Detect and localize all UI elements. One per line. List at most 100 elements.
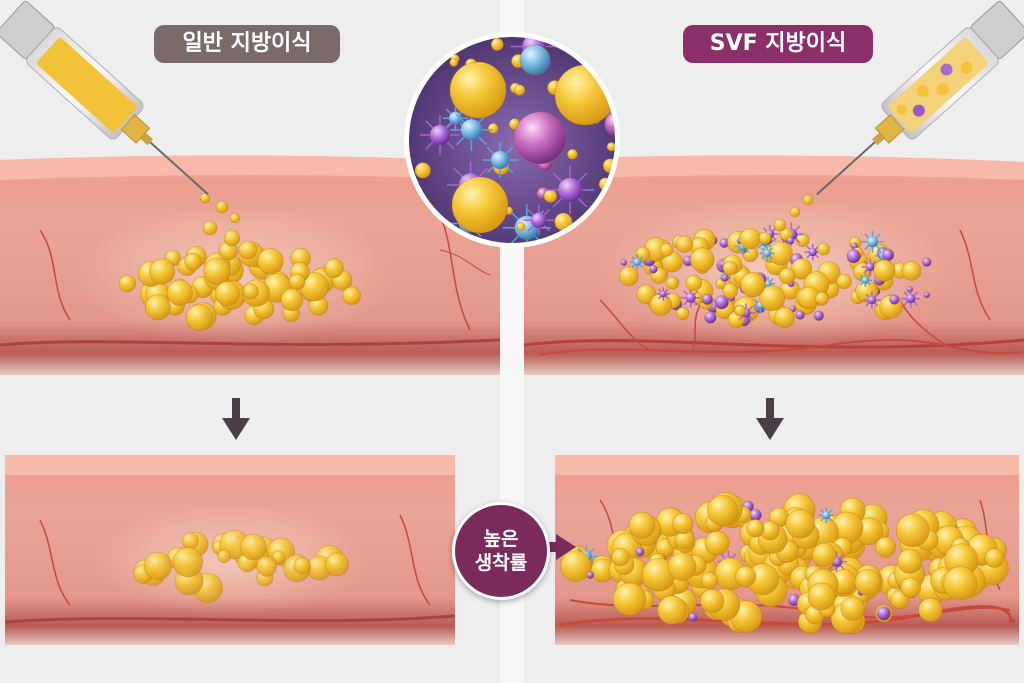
badge-line-2: 생착률	[474, 552, 528, 574]
fat-cell-icon	[611, 547, 630, 567]
fat-cell-icon	[704, 530, 730, 556]
syringe-icon	[816, 0, 1024, 196]
fat-cell-icon	[918, 597, 943, 623]
fat-cell-icon	[923, 291, 931, 299]
fat-cell-icon	[840, 596, 865, 621]
fat-cell-icon	[817, 242, 830, 256]
fat-cell-icon	[217, 549, 231, 563]
fat-cell-icon	[184, 252, 202, 271]
fat-cell-icon	[815, 291, 829, 306]
fat-cell-icon	[606, 142, 617, 152]
fat-cell-icon	[906, 286, 914, 293]
fat-cell-icon	[118, 274, 137, 293]
fat-cells-left-after	[133, 529, 349, 603]
fat-cell-icon	[612, 582, 647, 616]
fat-cell-icon	[256, 556, 278, 577]
fat-cell-icon	[203, 257, 231, 285]
fat-cell-icon	[897, 548, 923, 574]
fat-cell-icon	[543, 189, 558, 203]
fat-cell-icon	[746, 519, 765, 538]
fat-cell-icon	[774, 307, 795, 328]
fat-cell-icon	[675, 235, 694, 253]
stem-cell-icon	[861, 230, 884, 253]
fat-cell-icon	[238, 240, 258, 260]
fat-cell-icon	[325, 552, 349, 577]
fat-cell-icon	[758, 231, 772, 245]
fat-cell-icon	[567, 148, 578, 160]
fat-cell-icon	[414, 162, 431, 179]
fat-cell-icon	[714, 295, 729, 310]
fat-cell-icon	[922, 257, 932, 267]
stem-cell-icon	[759, 245, 775, 261]
fat-cell-icon	[690, 247, 715, 272]
stem-cell-icon	[818, 507, 835, 524]
stem-cell-icon	[482, 142, 518, 178]
fat-cell-icon	[901, 261, 922, 281]
fat-cell-icon	[199, 192, 211, 204]
fat-cell-icon	[895, 513, 930, 548]
fat-cell-icon	[449, 58, 459, 67]
fat-cell-icon	[735, 565, 757, 587]
fat-cell-icon	[144, 294, 171, 321]
fat-cell-icon	[271, 550, 286, 564]
down-arrow-icon	[756, 398, 784, 440]
fat-cell-icon	[707, 495, 738, 526]
fat-cell-icon	[490, 38, 504, 51]
stem-cell-icon	[901, 289, 921, 308]
fat-cell-icon	[280, 288, 304, 312]
down-arrow-icon	[222, 398, 250, 440]
fat-cell-icon	[172, 547, 204, 578]
fat-cell-icon	[759, 285, 786, 311]
fat-cell-icon	[701, 571, 719, 589]
fat-cell-icon	[657, 595, 687, 625]
fat-cell-icon	[215, 200, 229, 214]
fat-cell-icon	[293, 557, 311, 575]
stem-cell-icon	[546, 166, 594, 214]
fat-cell-icon	[257, 247, 284, 275]
svf-cell-magnified-inset	[404, 32, 620, 248]
fat-cell-icon	[854, 569, 881, 596]
fat-cell-icon	[513, 84, 526, 96]
fat-cell-icon	[778, 267, 796, 285]
stem-cell-icon	[450, 108, 493, 152]
fat-cell-icon	[889, 294, 900, 305]
fat-cell-icon	[181, 532, 199, 550]
fat-cell-icon	[789, 206, 801, 218]
fat-cell-icon	[288, 273, 306, 291]
fat-cell-icon	[635, 246, 651, 262]
stem-cell-icon	[420, 115, 460, 155]
fat-cell-icon	[881, 248, 895, 262]
fat-cell-icon	[672, 512, 694, 535]
stem-cell-icon	[680, 287, 701, 308]
fat-cell-icon	[876, 606, 891, 621]
fat-cell-icon	[620, 259, 628, 266]
fat-cell-icon	[685, 274, 703, 292]
fat-cell-icon	[720, 273, 730, 282]
fat-cell-icon	[836, 273, 852, 290]
fat-cell-icon	[802, 194, 814, 206]
fat-cell-icon	[813, 310, 824, 321]
badge-line-1: 높은	[483, 528, 519, 550]
fat-cell-icon	[324, 258, 344, 279]
fat-cell-icon	[451, 176, 509, 234]
fat-and-stem-cells-right-before	[618, 194, 932, 329]
fat-cell-icon	[586, 571, 595, 579]
fat-cell-icon	[701, 293, 713, 305]
fat-cell-icon	[560, 550, 592, 582]
fat-cell-icon	[722, 282, 739, 299]
fat-cell-icon	[807, 582, 836, 611]
fat-cell-icon	[739, 227, 761, 250]
fat-cell-icon	[618, 266, 639, 287]
fat-cell-icon	[659, 243, 674, 257]
fat-cell-icon	[943, 566, 978, 601]
fat-cell-icon	[143, 551, 173, 580]
fat-cell-icon	[688, 612, 698, 622]
fat-cell-icon	[202, 220, 218, 236]
fat-cell-icon	[223, 229, 241, 247]
syringe-icon	[0, 0, 209, 196]
fat-cell-icon	[513, 111, 567, 165]
fat-cell-icon	[773, 218, 787, 232]
fat-cell-icon	[166, 279, 193, 306]
fat-cell-icon	[519, 44, 551, 76]
fat-cell-icon	[676, 306, 690, 321]
